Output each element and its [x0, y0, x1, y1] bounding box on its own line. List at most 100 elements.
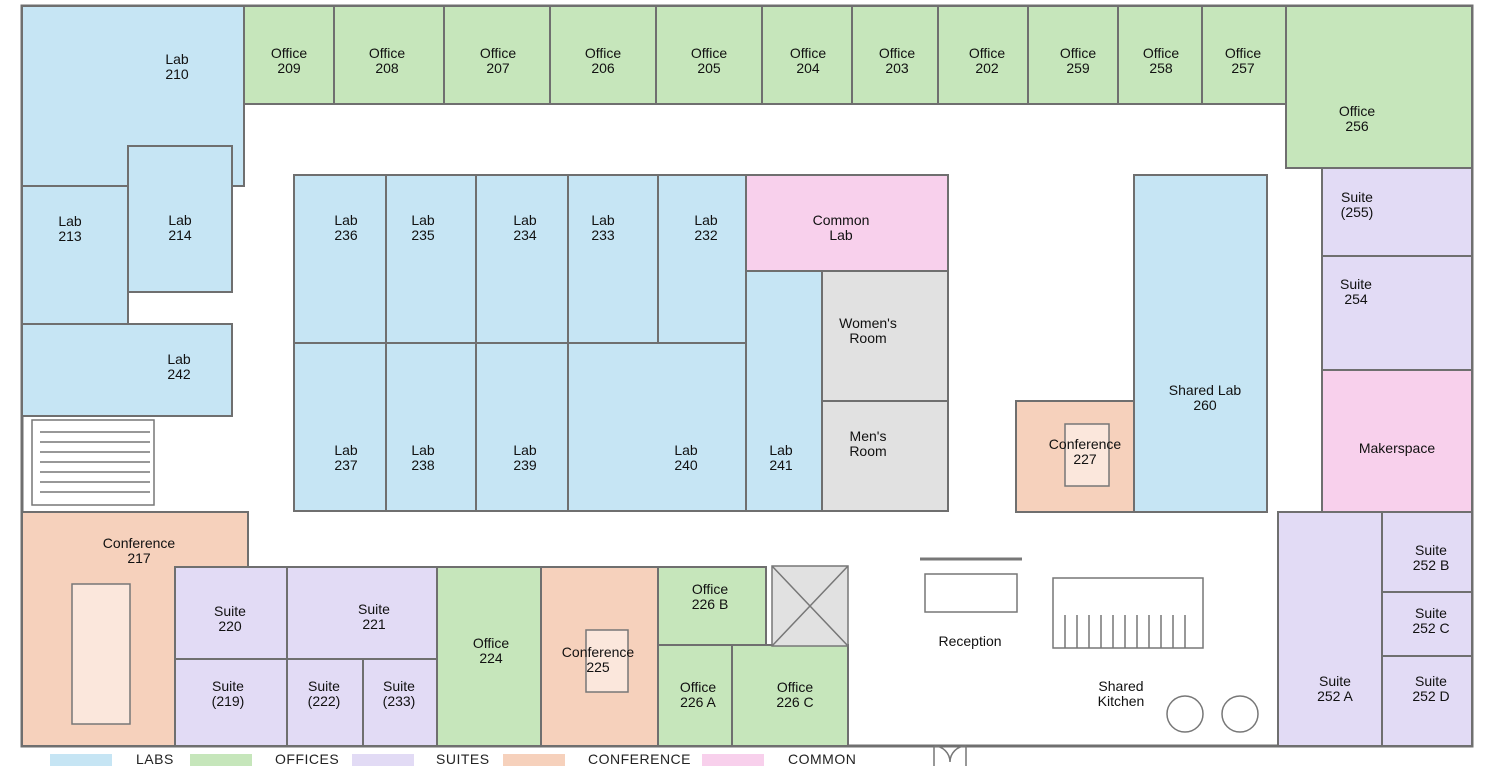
- room-office-226a: [657, 644, 733, 747]
- room-label-line: Lab: [411, 442, 435, 458]
- room-label-line: Room: [849, 443, 886, 459]
- room-suite-254: [1321, 255, 1473, 371]
- legend-label-common: COMMON: [788, 751, 857, 767]
- room-lab-240: [567, 342, 747, 512]
- room-label-line: Office: [1060, 45, 1097, 61]
- room-label-line: 234: [513, 227, 537, 243]
- room-label-line: Lab: [591, 212, 615, 228]
- room-lab-241: [745, 270, 823, 512]
- room-label-line: Suite: [1415, 605, 1447, 621]
- room-label-line: 206: [591, 60, 615, 76]
- room-label-line: 259: [1066, 60, 1090, 76]
- legend-label-conference: CONFERENCE: [588, 751, 692, 767]
- room-lab-237: [293, 342, 387, 512]
- room-label-line: 207: [486, 60, 510, 76]
- room-label-line: 214: [168, 227, 192, 243]
- room-womens-room: [821, 270, 949, 402]
- room-label-line: 203: [885, 60, 909, 76]
- room-label-line: 242: [167, 366, 191, 382]
- room-label-line: Suite: [1415, 542, 1447, 558]
- rooms-layer: [21, 5, 1473, 747]
- room-label-line: Lab: [513, 442, 537, 458]
- room-label-line: 235: [411, 227, 435, 243]
- room-label-line: 226 C: [776, 694, 813, 710]
- legend-label-offices: OFFICES: [275, 751, 340, 767]
- room-label-suite-219: Suite(219): [212, 678, 245, 709]
- room-label-suite-222: Suite(222): [308, 678, 341, 709]
- room-label-line: Suite: [308, 678, 340, 694]
- room-label-reception: Reception: [938, 633, 1001, 649]
- room-suite-219: [174, 658, 288, 747]
- room-label-line: Office: [692, 581, 729, 597]
- room-label-line: 239: [513, 457, 537, 473]
- room-label-line: Lab: [411, 212, 435, 228]
- room-label-line: Office: [691, 45, 728, 61]
- stair-treads-center: [1064, 615, 1186, 648]
- room-suite-252c: [1381, 591, 1473, 657]
- legend-swatch-conference: [503, 754, 565, 766]
- conference-225-table: [585, 629, 629, 693]
- room-lab-233: [567, 174, 659, 344]
- room-office-204: [761, 5, 853, 105]
- room-label-line: Suite: [1340, 276, 1372, 292]
- room-shared-lab-260: [1133, 174, 1268, 513]
- room-label-line: 205: [697, 60, 721, 76]
- fixtures-layer: [31, 419, 1259, 766]
- room-label-line: Lab: [829, 227, 853, 243]
- room-label-line: 221: [362, 616, 386, 632]
- room-office-205: [655, 5, 763, 105]
- conference-217-table: [71, 583, 131, 725]
- room-label-line: (233): [383, 693, 416, 709]
- stair-treads-left: [40, 431, 150, 493]
- room-label-line: 227: [1073, 451, 1097, 467]
- room-label-line: 260: [1193, 397, 1217, 413]
- legend-swatch-common: [702, 754, 764, 766]
- room-label-line: Lab: [694, 212, 718, 228]
- room-label-line: Office: [879, 45, 916, 61]
- room-office-257: [1201, 5, 1287, 105]
- reception-desk: [924, 573, 1018, 613]
- room-label-line: Lab: [513, 212, 537, 228]
- room-label-line: 225: [586, 659, 610, 675]
- room-office-258: [1117, 5, 1203, 105]
- room-lab-238: [385, 342, 477, 512]
- legend-swatch-offices: [190, 754, 252, 766]
- room-label-line: Suite: [358, 601, 390, 617]
- room-makerspace: [1321, 369, 1473, 513]
- room-label-makerspace: Makerspace: [1359, 440, 1435, 456]
- room-label-line: 220: [218, 618, 242, 634]
- room-label-line: 257: [1231, 60, 1255, 76]
- room-label-line: Suite: [214, 603, 246, 619]
- room-office-209: [243, 5, 335, 105]
- room-label-suite-233: Suite(233): [383, 678, 416, 709]
- room-suite-252b: [1381, 511, 1473, 593]
- room-office-226b: [657, 566, 767, 646]
- room-label-line: Office: [585, 45, 622, 61]
- elevator-cross: [771, 565, 849, 647]
- room-label-line: Suite: [212, 678, 244, 694]
- room-suite-220: [174, 566, 288, 660]
- conference-227-table: [1064, 423, 1110, 487]
